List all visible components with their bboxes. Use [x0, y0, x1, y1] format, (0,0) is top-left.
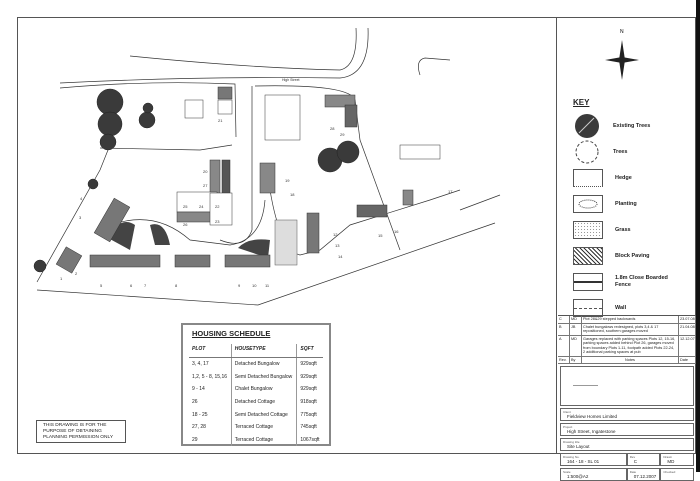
boundary-south [36, 222, 496, 306]
svg-text:12: 12 [333, 232, 338, 237]
svg-text:5: 5 [100, 283, 103, 288]
svg-text:22: 22 [215, 204, 220, 209]
legend-item: Hedge [573, 165, 693, 191]
legend: KEY Existing Trees Trees Hedge Planting … [573, 98, 693, 321]
svg-text:N: N [620, 29, 624, 35]
existing-trees [33, 88, 360, 273]
checked-field: Checked [660, 468, 695, 481]
planting-area [274, 219, 298, 266]
svg-text:16: 16 [394, 229, 399, 234]
svg-text:20: 20 [203, 169, 208, 174]
road-edge-upper [59, 27, 369, 84]
fence-icon [573, 273, 603, 291]
svg-text:9: 9 [238, 283, 241, 288]
svg-text:15: 15 [378, 233, 383, 238]
street-label: High Street [282, 78, 300, 82]
legend-item: Trees [573, 139, 693, 165]
boundary-west [36, 144, 111, 283]
legend-item: Existing Trees [573, 113, 693, 139]
svg-text:13: 13 [335, 243, 340, 248]
tree-icon [573, 140, 601, 164]
hedge-icon [573, 169, 603, 187]
legend-item: Wall [573, 295, 693, 321]
svg-text:24: 24 [199, 204, 204, 209]
legend-item: 1.8m Close Boarded Fence [573, 269, 693, 295]
legend-item: Planting [573, 191, 693, 217]
wall-icon [573, 299, 603, 317]
svg-text:18: 18 [290, 192, 295, 197]
schedule-title: HOUSING SCHEDULE [192, 329, 271, 338]
svg-text:6: 6 [130, 283, 133, 288]
svg-text:29: 29 [340, 132, 345, 137]
svg-text:17: 17 [448, 189, 453, 194]
svg-text:26: 26 [183, 222, 188, 227]
boundary-east [459, 194, 501, 211]
company-logo [560, 366, 694, 406]
road-edge-lower [59, 82, 237, 138]
legend-title: KEY [573, 98, 590, 107]
svg-text:21: 21 [218, 118, 223, 123]
planting-icon [573, 195, 603, 213]
drawing-sheet-border [17, 17, 696, 454]
panel-divider [556, 17, 557, 454]
boundary-mid [99, 144, 233, 151]
svg-text:23: 23 [215, 219, 220, 224]
drawing-no-field: Drawing No.164 - 18 - SL 01 [560, 453, 627, 466]
svg-text:3: 3 [79, 215, 82, 220]
legend-item: Block Paving [573, 243, 693, 269]
svg-text:4: 4 [80, 196, 83, 201]
existing-tree-icon [573, 114, 601, 138]
legend-item: Grass [573, 217, 693, 243]
svg-text:10: 10 [252, 283, 257, 288]
svg-text:19: 19 [285, 178, 290, 183]
edge-bar [696, 0, 700, 472]
svg-text:14: 14 [338, 254, 343, 259]
road-edge-back [129, 27, 357, 71]
grass-icon [573, 221, 603, 239]
svg-text:25: 25 [183, 204, 188, 209]
houses [55, 86, 441, 274]
turning-head [99, 199, 266, 246]
svg-text:28: 28 [330, 126, 335, 131]
svg-text:27: 27 [203, 183, 208, 188]
block-paving-icon [573, 247, 603, 265]
svg-text:11: 11 [265, 283, 270, 288]
road-ne [418, 57, 451, 76]
roads [36, 27, 501, 306]
svg-text:7: 7 [144, 283, 147, 288]
svg-text:1: 1 [60, 276, 63, 281]
svg-text:8: 8 [175, 283, 178, 288]
svg-text:2: 2 [75, 271, 78, 276]
compass-icon: N [605, 29, 639, 80]
